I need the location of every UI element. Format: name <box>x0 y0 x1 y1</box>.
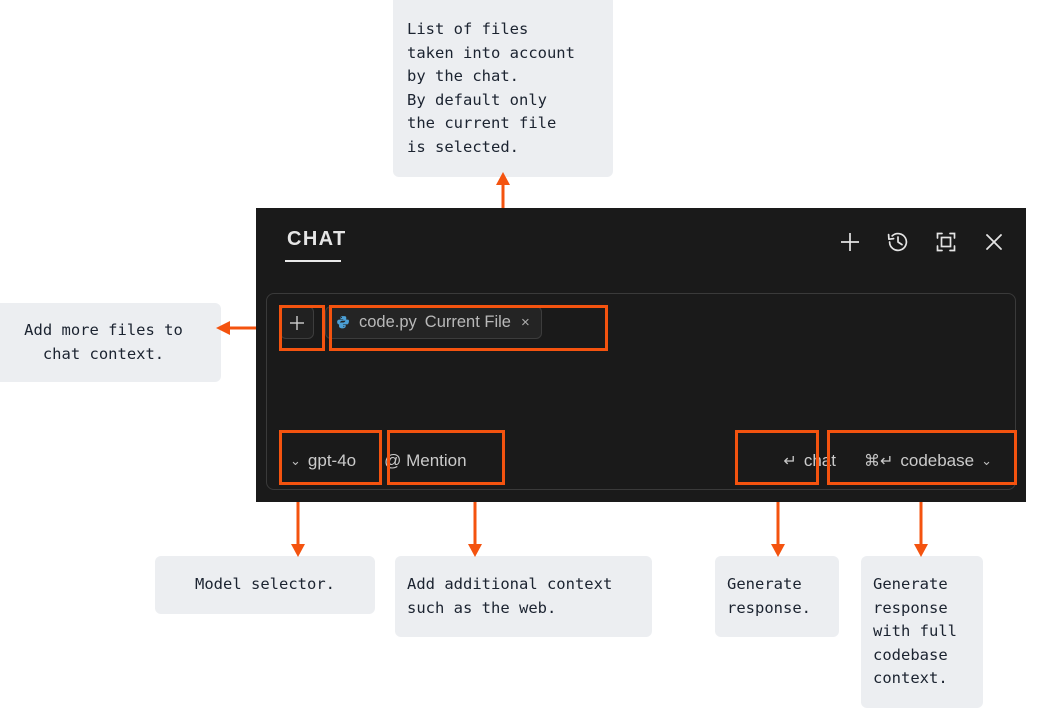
context-file-qualifier: Current File <box>424 313 511 331</box>
chat-panel: CHAT <box>256 208 1026 502</box>
chat-panel-header: CHAT <box>256 208 1026 286</box>
callout-mention: Add additional context such as the web. <box>395 556 652 637</box>
context-file-remove-icon[interactable]: × <box>521 314 530 331</box>
send-codebase-label: codebase <box>900 451 975 470</box>
page-title: CHAT <box>287 228 347 250</box>
arrow-down-to-mention <box>466 495 484 557</box>
chat-toolbar: ⌄ gpt-4o @ Mention ↵ chat ⌘↵ codebase ⌄ <box>280 443 1002 479</box>
arrow-down-to-codebase <box>912 495 930 557</box>
maximize-icon[interactable] <box>932 228 960 256</box>
context-chip-row: code.py Current File × <box>280 306 542 339</box>
model-selector-label: gpt-4o <box>307 451 357 470</box>
header-icon-group <box>836 228 1008 256</box>
send-chat-label: chat <box>803 451 836 470</box>
new-chat-icon[interactable] <box>836 228 864 256</box>
command-enter-key-icon: ⌘↵ <box>863 453 894 470</box>
context-file-chip[interactable]: code.py Current File × <box>325 306 542 339</box>
chevron-down-icon: ⌄ <box>290 453 301 468</box>
python-file-icon <box>335 315 351 331</box>
arrow-down-to-model <box>289 495 307 557</box>
callout-model-selector: Model selector. <box>155 556 375 614</box>
arrow-down-to-chat <box>769 495 787 557</box>
mention-label: @ Mention <box>384 451 467 470</box>
callout-file-list: List of files taken into account by the … <box>393 0 613 177</box>
add-context-file-button[interactable] <box>280 306 314 339</box>
plus-icon <box>290 315 304 330</box>
callout-codebase-response: Generate response with full codebase con… <box>861 556 983 708</box>
send-codebase-button[interactable]: ⌘↵ codebase ⌄ <box>854 443 1002 479</box>
chat-input-container[interactable]: code.py Current File × ⌄ gpt-4o @ Mentio… <box>266 293 1016 490</box>
close-icon[interactable] <box>980 228 1008 256</box>
enter-key-icon: ↵ <box>783 453 797 470</box>
chat-title-underline <box>285 260 341 262</box>
callout-add-files: Add more files to chat context. <box>0 303 221 382</box>
chevron-down-icon: ⌄ <box>981 453 992 468</box>
history-icon[interactable] <box>884 228 912 256</box>
send-chat-button[interactable]: ↵ chat <box>773 443 846 479</box>
callout-generate-response: Generate response. <box>715 556 839 637</box>
context-file-name: code.py <box>359 313 417 331</box>
model-selector-button[interactable]: ⌄ gpt-4o <box>280 443 366 479</box>
mention-button[interactable]: @ Mention <box>374 443 476 479</box>
